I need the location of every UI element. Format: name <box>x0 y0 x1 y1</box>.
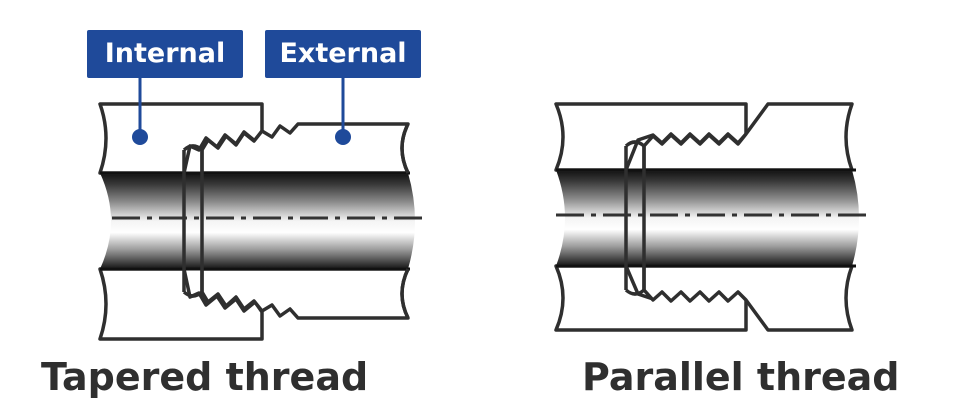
callout-connectors <box>132 78 351 145</box>
external-callout-dot <box>335 129 351 145</box>
external-label: External <box>265 30 421 78</box>
tapered-thread-diagram <box>98 102 425 341</box>
parallel-bore <box>556 170 859 266</box>
parallel-male-end-face <box>624 146 646 290</box>
parallel-external-top-wall <box>642 102 854 172</box>
tapered-thread-caption: Tapered thread <box>41 355 369 399</box>
tapered-male-end-face <box>182 150 204 292</box>
parallel-external-bottom-wall <box>642 264 854 332</box>
parallel-male-end-cap <box>624 140 646 296</box>
parallel-thread-caption: Parallel thread <box>582 355 900 399</box>
parallel-thread-diagram <box>554 102 868 332</box>
internal-callout-dot <box>132 129 148 145</box>
tapered-bore <box>100 173 415 269</box>
internal-label: Internal <box>87 30 243 78</box>
tapered-male-end-cap <box>182 144 204 298</box>
tapered-external-break-edge <box>400 123 410 319</box>
